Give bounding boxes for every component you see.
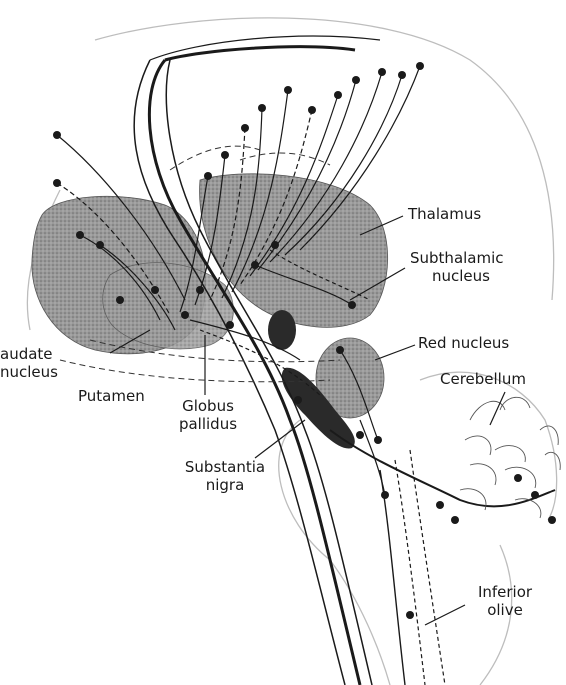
label-red-nucleus: Red nucleus: [418, 334, 509, 352]
label-caudate-nucleus: audate nucleus: [0, 345, 58, 381]
label-putamen: Putamen: [78, 387, 145, 405]
label-subthalamic-nucleus: Subthalamic nucleus: [410, 249, 504, 285]
label-thalamus: Thalamus: [408, 205, 481, 223]
label-globus-pallidus: Globus pallidus: [178, 397, 238, 433]
subthalamic-nucleus-dark: [268, 310, 296, 350]
label-substantia-nigra: Substantia nigra: [175, 458, 275, 494]
label-cerebellum: Cerebellum: [440, 370, 526, 388]
label-inferior-olive: Inferior olive: [465, 583, 545, 619]
cerebellum-folia: [460, 397, 560, 518]
